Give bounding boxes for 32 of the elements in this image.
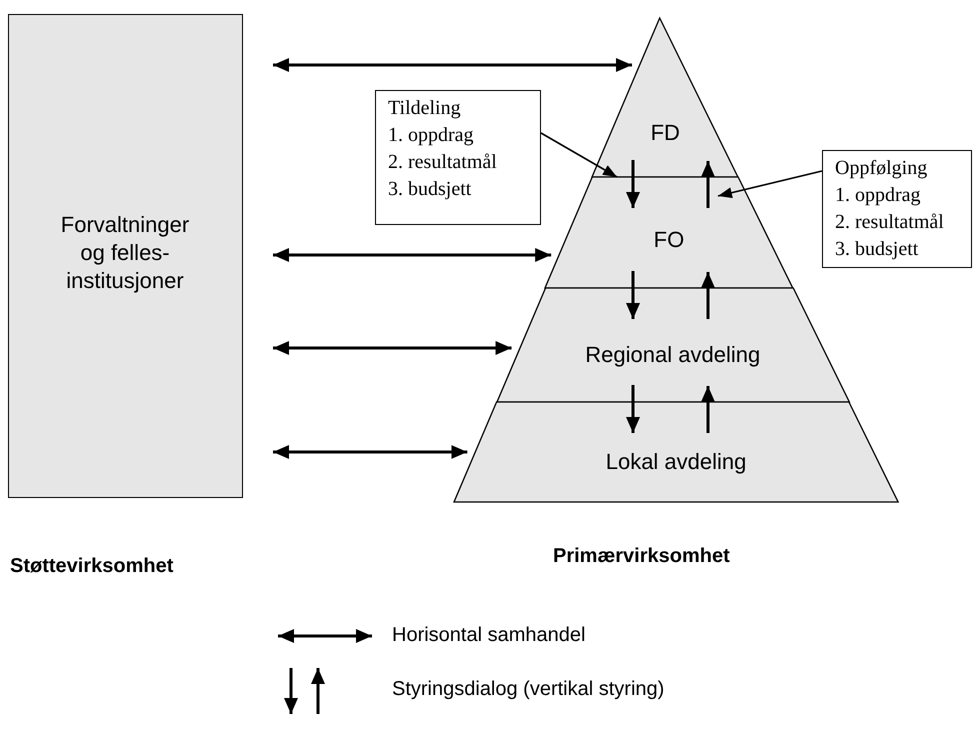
leader-line (718, 170, 822, 198)
note-item: 1. oppdrag (388, 123, 474, 147)
arrow (626, 271, 640, 319)
double-arrow (273, 445, 468, 459)
double-arrow (273, 58, 632, 72)
section-label: Støttevirksomhet (10, 555, 174, 578)
note-item: 2. resultatmål (388, 150, 497, 174)
note-item: 1. oppdrag (835, 183, 921, 207)
double-arrow (273, 341, 512, 355)
arrow (626, 160, 640, 208)
box-title: Forvaltninger og felles- institusjoner (60, 211, 190, 295)
note-box (822, 150, 972, 268)
level-label: Lokal avdeling (604, 449, 748, 475)
institution-box (8, 14, 243, 498)
arrow (626, 385, 640, 433)
arrow (701, 272, 715, 319)
arrow (701, 161, 715, 208)
leader-line (540, 132, 618, 178)
level-label: FD (650, 120, 681, 146)
level-label: FO (652, 227, 686, 253)
arrow (701, 386, 715, 433)
legend-label: Styringsdialog (vertikal styring) (392, 678, 664, 701)
note-item: 2. resultatmål (835, 210, 944, 234)
note-item: 3. budsjett (835, 237, 918, 261)
note-box (375, 90, 541, 225)
note-heading: Oppfølging (835, 156, 928, 180)
note-item: 3. budsjett (388, 177, 472, 201)
double-arrow (273, 248, 552, 262)
legend-label: Horisontal samhandel (392, 624, 586, 647)
level-label: Regional avdeling (584, 342, 762, 368)
note-heading: Tildeling (388, 96, 461, 120)
section-label: Primærvirksomhet (553, 545, 730, 568)
